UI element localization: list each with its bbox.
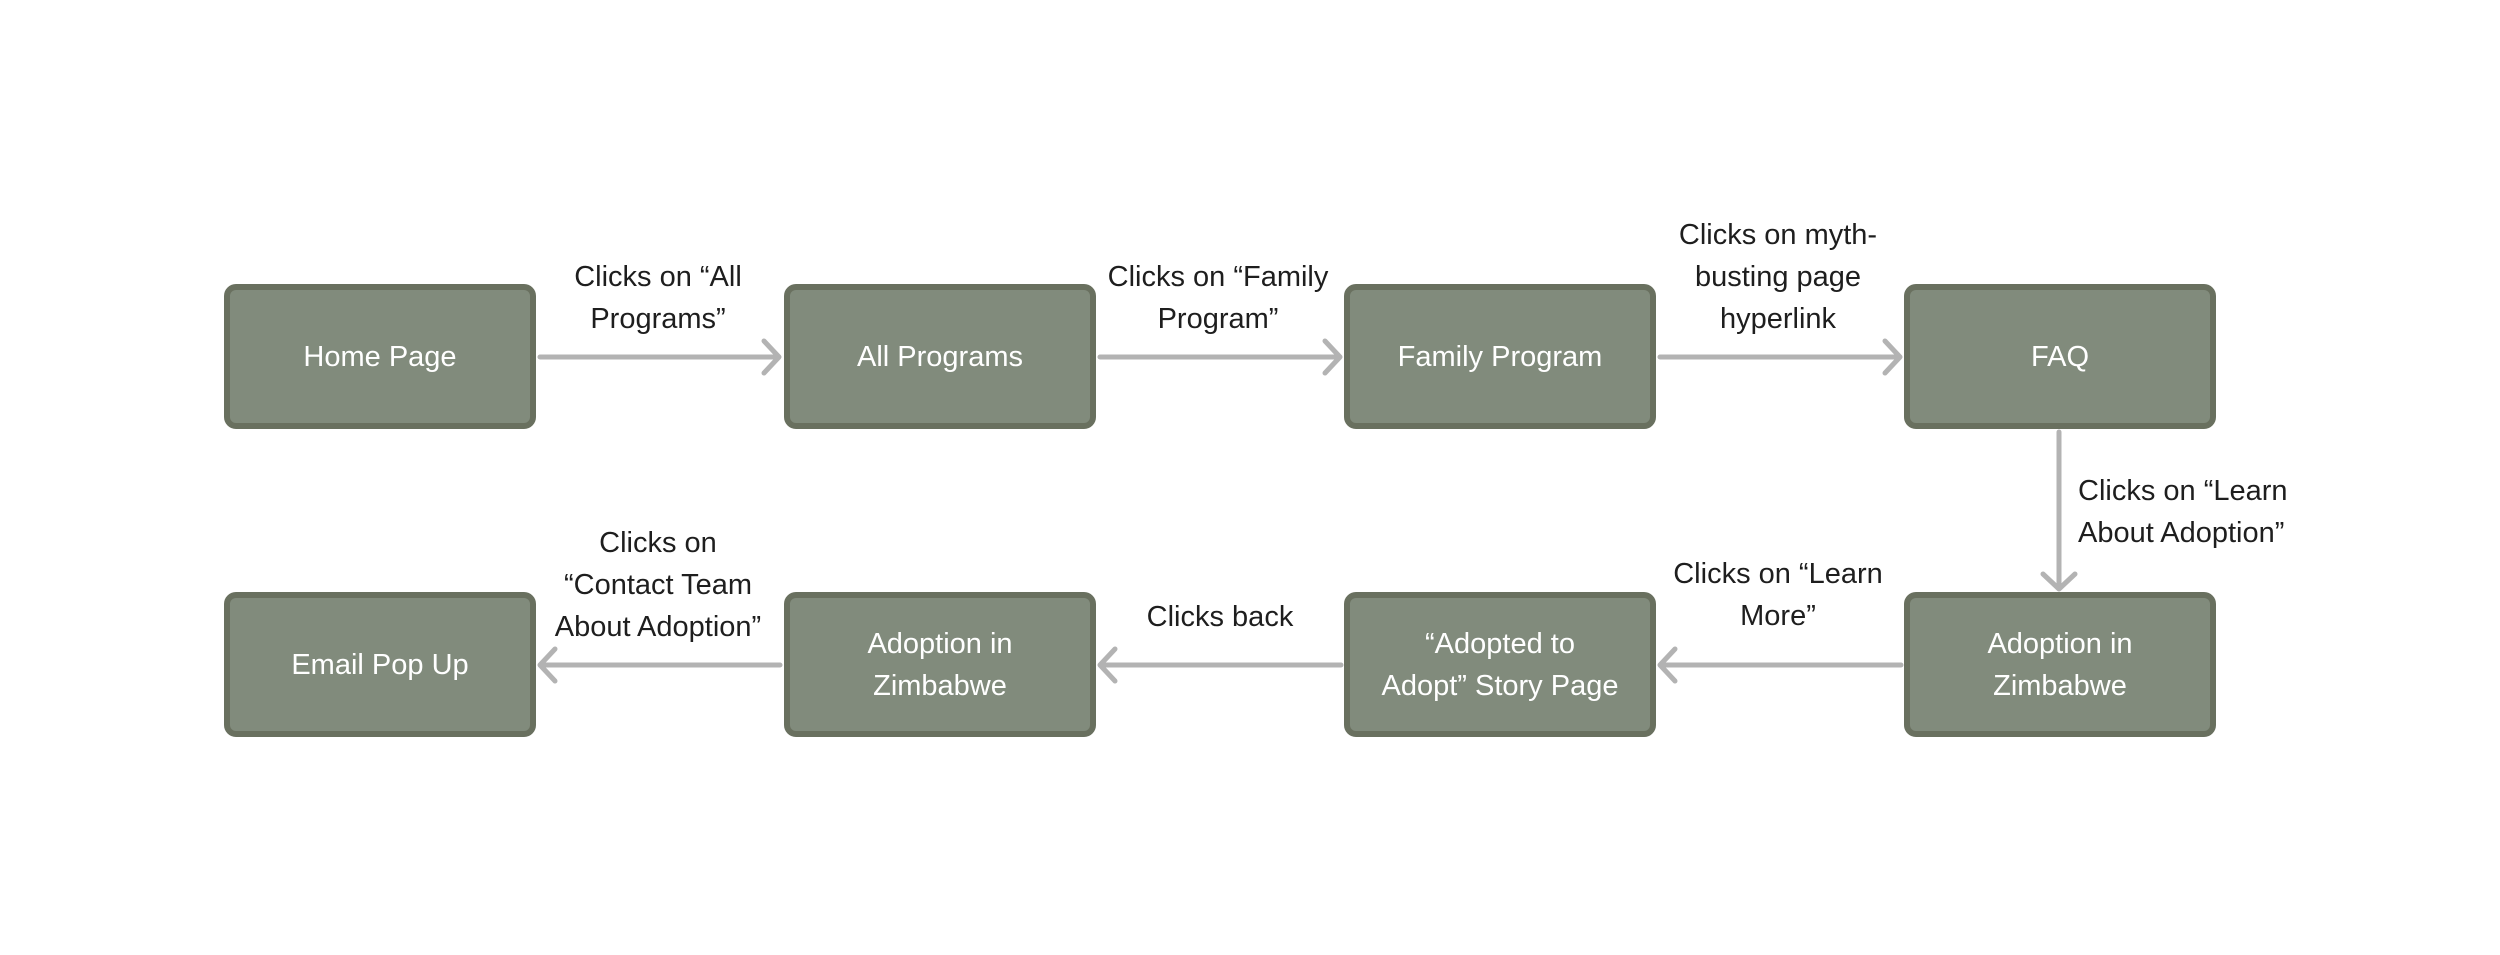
node-family-program-label: Family Program <box>1397 340 1603 373</box>
edge-label-home-to-all-programs: Clicks on “All Programs” <box>574 261 742 335</box>
node-adoption-in-zimbabwe-left-label: Adoption in Zimbabwe <box>867 627 1013 702</box>
node-email-pop-up-label: Email Pop Up <box>291 648 469 681</box>
arrow-all-programs-to-family-program <box>1097 338 1343 376</box>
edge-label-all-programs-to-family-program: Clicks on “Family Program” <box>1107 261 1329 335</box>
edge-label-story-to-adoption: Clicks back <box>1146 601 1294 633</box>
edge-label-adoption-to-email: Clicks on “Contact Team About Adoption” <box>554 527 762 643</box>
node-adoption-in-zimbabwe-right: Adoption in Zimbabwe <box>1904 592 2216 737</box>
node-adoption-in-zimbabwe-left: Adoption in Zimbabwe <box>784 592 1096 737</box>
arrow-faq-to-adoption <box>2040 429 2078 592</box>
node-faq: FAQ <box>1904 284 2216 429</box>
node-all-programs: All Programs <box>784 284 1096 429</box>
arrow-story-to-adoption <box>1097 646 1344 684</box>
node-home-page: Home Page <box>224 284 536 429</box>
arrow-home-to-all-programs <box>537 338 782 376</box>
arrow-adoption-to-story <box>1657 646 1904 684</box>
node-email-pop-up: Email Pop Up <box>224 592 536 737</box>
arrow-adoption-to-email <box>537 646 783 684</box>
node-adopted-to-adopt-story: “Adopted to Adopt” Story Page <box>1344 592 1656 737</box>
edge-label-faq-to-adoption: Clicks on “Learn About Adoption” <box>2078 475 2288 549</box>
node-adoption-in-zimbabwe-right-label: Adoption in Zimbabwe <box>1987 627 2133 702</box>
edge-label-family-program-to-faq: Clicks on myth- busting page hyperlink <box>1678 219 1878 335</box>
node-faq-label: FAQ <box>2030 340 2089 373</box>
node-family-program: Family Program <box>1344 284 1656 429</box>
node-all-programs-label: All Programs <box>857 340 1023 373</box>
node-home-page-label: Home Page <box>303 340 457 373</box>
edge-label-adoption-to-story: Clicks on “Learn More” <box>1673 558 1883 632</box>
arrow-family-program-to-faq <box>1657 338 1903 376</box>
node-adopted-to-adopt-story-label: “Adopted to Adopt” Story Page <box>1381 627 1619 702</box>
